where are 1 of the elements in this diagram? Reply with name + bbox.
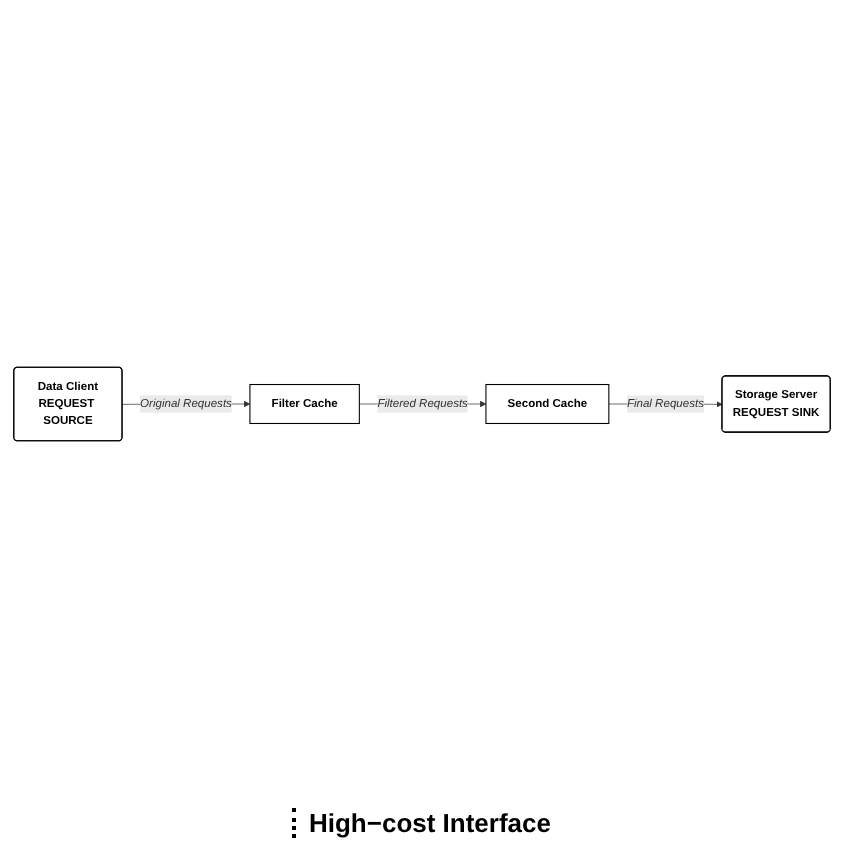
interface-note: High−cost Interface [292,808,551,838]
